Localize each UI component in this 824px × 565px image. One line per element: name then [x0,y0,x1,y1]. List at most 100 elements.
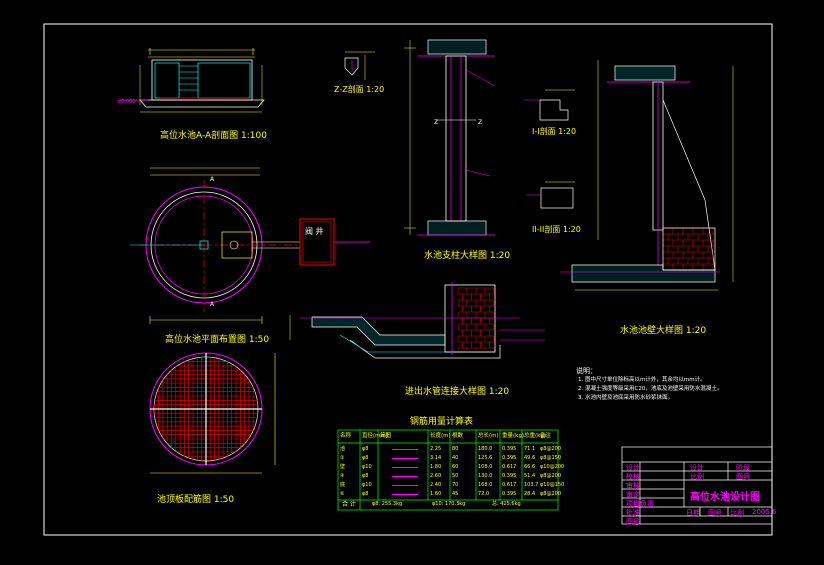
table-cell: 125.6 [478,455,493,461]
table-total-label: 合 计 [342,501,356,508]
table-cell: φ8 [362,473,369,479]
table-total-2: φ10: 170.3kg [432,501,466,507]
table-cell: φ8 [362,446,369,452]
notes-heading: 说明： [576,367,597,375]
table-header-cell: 重量(kg) [502,433,524,439]
table-header-cell: 直径(mm) [362,433,389,439]
table-cell: φ10@200 [540,464,565,470]
table-cell: 0.395 [502,455,517,461]
table-cell: φ8 [362,491,369,497]
table-cell: 51.4 [524,473,536,479]
table-cell: 0.395 [502,491,517,497]
table-cell: φ8 [362,455,369,461]
a-mark-bottom: A [210,301,215,308]
table-cell: 70 [452,482,459,488]
table-header-cell: 总重(kg) [524,433,546,439]
rebar-shape [392,458,418,459]
table-cell: 1.80 [430,464,442,470]
drawing-title: 高位水池设计图 [690,492,760,503]
titleblock-row-label: 审定 [626,491,640,499]
table-cell: 80 [452,446,459,452]
table-cell: 3.14 [430,455,442,461]
table-cell: φ10 [362,464,372,470]
table-cell: 0.395 [502,446,517,452]
table-cell: 130.0 [478,473,493,479]
table-cell: φ10@150 [540,482,565,488]
caption-section-zz: Z-Z剖面 1:20 [334,85,385,94]
table-cell: φ10 [362,482,372,488]
tb-right-top-2: 阶段 [736,464,750,472]
table-cell: ④ [340,473,345,479]
section-iii-drawing [526,181,575,209]
valve-box-label: 阀 井 [305,227,324,236]
section-ii-drawing [524,89,575,121]
table-cell: 0.617 [502,464,517,470]
table-header-cell: 备注 [540,433,552,439]
table-cell: 71.1 [524,446,536,452]
caption-column-detail: 水池支柱大样图 1:20 [424,251,511,261]
pool-plan-drawing [130,167,370,324]
tb-bottom-3: 比例 [730,509,744,517]
titleblock-row-label: 设计 [626,464,640,472]
tb-right-top-1: 设计 [690,464,704,472]
svg-text:Z: Z [434,119,438,126]
section-aa-drawing: ±0.000 [117,48,265,113]
table-total-1: φ8: 255.3kg [372,501,403,507]
note-1: 1. 图中尺寸单位除标高以m计外，其余均以mm计。 [578,377,706,383]
caption-section-iii: II-II剖面 1:20 [532,225,581,234]
table-cell: 66.6 [524,464,536,470]
caption-wall-detail: 水池池壁大样图 1:20 [620,326,707,336]
table-header-cell: 名称 [340,433,352,439]
tb-bottom-2: 图号 [708,509,722,517]
column-detail-drawing: Z Z [404,39,496,236]
table-cell: ⑥ [340,491,345,497]
table-cell: 40 [452,455,459,461]
cover-plan-drawing [149,352,276,474]
rebar-shape [392,467,418,468]
titleblock-row-label: 批准 [626,509,640,517]
table-cell: 168.0 [478,482,493,488]
wall-detail-drawing [560,60,734,291]
table-cell: φ8@200 [540,491,562,497]
note-3: 3. 水池内壁及池底采用防水砂浆抹面。 [578,395,673,401]
table-cell: 0.395 [502,473,517,479]
caption-section-ii: I-I剖面 1:20 [532,127,577,136]
note-2: 2. 混凝土强度等级采用C20，池底及池壁采用防水混凝土。 [578,386,723,392]
table-cell: φ8@200 [540,473,562,479]
caption-section-aa: 高位水池A-A剖面图 1:100 [160,131,267,141]
rebar-shape [392,449,418,450]
table-cell: 壁 [340,464,346,470]
table-cell: 2.60 [430,473,442,479]
table-cell: 0.617 [502,482,517,488]
table-cell: 2.25 [430,446,442,452]
tb-right-mid-1: 比例 [690,473,704,481]
table-cell: 49.6 [524,455,536,461]
table-cell: 1.60 [430,491,442,497]
tb-bottom-date: 2005.6 [752,508,777,516]
titleblock-frame [621,446,773,525]
tb-right-mid-2: 图号 [736,473,750,481]
table-cell: 60 [452,464,459,470]
table-cell: φ8@150 [540,455,562,461]
sheet-border [43,23,773,536]
rebar-table-frame [337,429,559,511]
table-header-cell: 总长(m) [478,433,499,439]
table-cell: 28.4 [524,491,536,497]
svg-text:±0.000: ±0.000 [117,99,136,105]
table-header-cell: 长度(m) [430,433,451,439]
tb-bottom-left: 图号 [626,518,640,526]
table-cell: 2.40 [430,482,442,488]
caption-pool-plan: 高位水池平面布置图 1:50 [165,335,270,345]
table-cell: 108.0 [478,464,493,470]
tb-bottom-1: 日期 [686,509,700,517]
rebar-shape [392,485,418,486]
table-cell: 池 [340,446,346,452]
inlet-detail-drawing [289,282,545,359]
svg-text:Z: Z [478,119,482,126]
table-cell: 45 [452,491,459,497]
table-cell: 103.7 [524,482,539,488]
table-title: 钢筋用量计算表 [410,417,474,427]
table-cell: 底 [340,482,346,488]
caption-cover-plan: 池顶板配筋图 1:50 [157,495,235,505]
